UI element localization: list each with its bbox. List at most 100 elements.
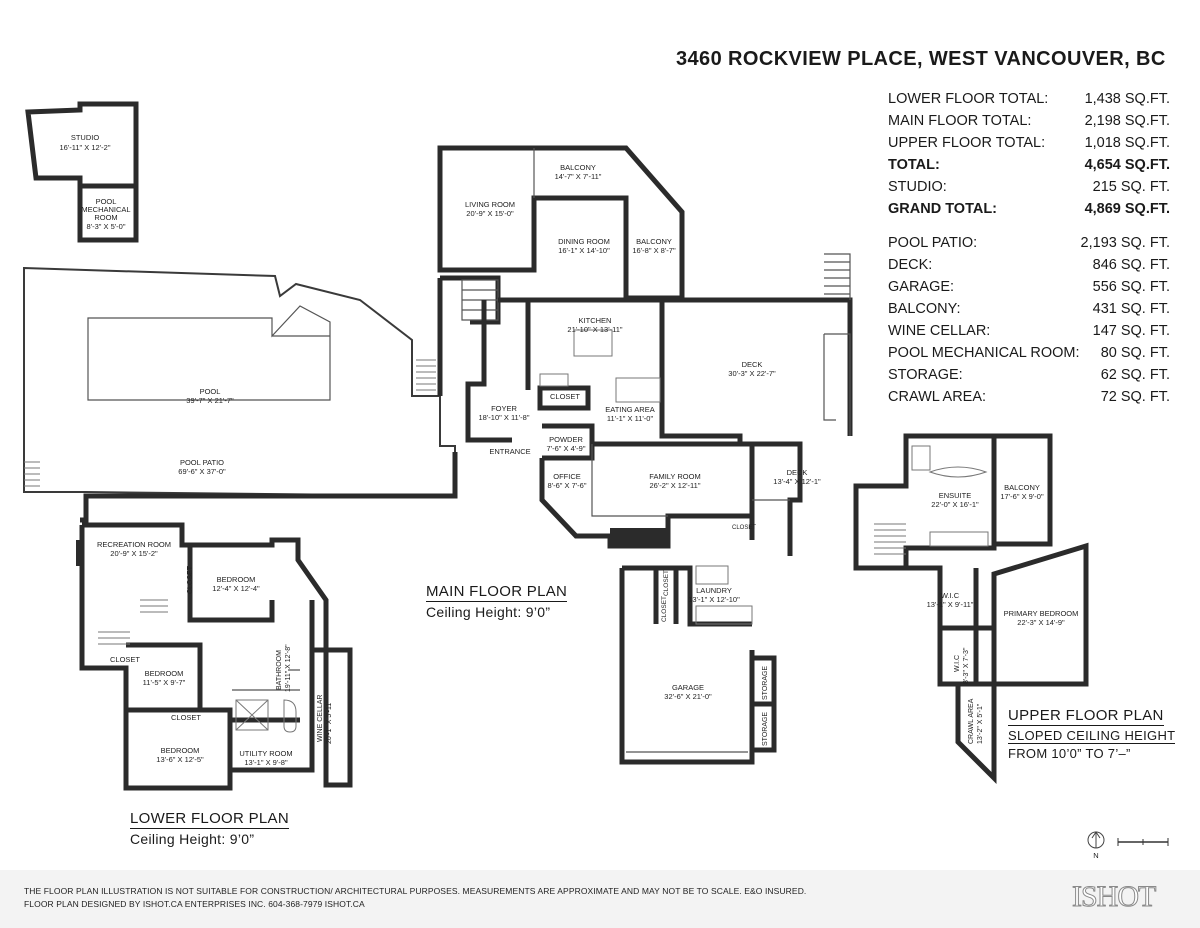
garage-dims: 32'-6" X 21'-0" [664, 692, 712, 701]
studio-name: STUDIO [71, 133, 100, 142]
ishot-logo: ISHOT [1071, 880, 1156, 914]
area-row-label: POOL PATIO: [888, 235, 978, 251]
deck-small-dims: 13'-4" X 12'-1" [773, 477, 821, 486]
area-row: TOTAL: 4,654 SQ.FT. [888, 154, 1170, 176]
family-dims: 26'-2" X 12'-11" [650, 481, 701, 490]
area-row-label: CRAWL AREA: [888, 389, 987, 405]
compass: N [1087, 831, 1105, 860]
dining-dims: 16'-1" X 14'-10" [558, 246, 610, 255]
kitchen-name: KITCHEN [579, 316, 612, 325]
pool-patio-area: POOL 39'-7" X 21'-7" POOL PATIO 69'-6" X… [23, 266, 456, 498]
pool-mech-name-2: MECHANICAL [81, 205, 130, 214]
area-row: GRAND TOTAL: 4,869 SQ.FT. [888, 198, 1170, 220]
compass-north-label: N [1093, 851, 1098, 860]
area-row: UPPER FLOOR TOTAL:1,018 SQ.FT. [888, 132, 1170, 154]
area-row-label: POOL MECHANICAL ROOM: [888, 345, 1080, 361]
wic-2-name: W.I.C [954, 655, 961, 672]
recreation-name: RECREATION ROOM [97, 540, 171, 549]
area-row-value: 2,198 SQ.FT. [1084, 113, 1170, 129]
main-floor-title: MAIN FLOOR PLAN [426, 583, 568, 602]
bedroom-l1-name: BEDROOM [217, 575, 256, 584]
ensuite-name: ENSUITE [939, 491, 972, 500]
laundry-dims: 13'-1" X 12'-10" [688, 595, 740, 604]
area-row-label: DECK: [888, 257, 933, 273]
area-row-value: 72 SQ. FT. [1100, 389, 1170, 405]
utility-name: UTILITY ROOM [239, 749, 292, 758]
office-dims: 8'-6" X 7'-6" [547, 481, 586, 490]
lower-floor-title: LOWER FLOOR PLAN [130, 810, 289, 829]
laundry-name: LAUNDRY [696, 586, 732, 595]
closet-laundry-a-label: CLOSET [661, 596, 668, 622]
wine-cellar-dims: 20'-1" X 5'-11" [326, 700, 333, 744]
pool-name: POOL [200, 387, 221, 396]
upper-floor-ceiling-1: SLOPED CEILING HEIGHT [1008, 728, 1176, 744]
pool-dims: 39'-7" X 21'-7" [186, 396, 234, 405]
balcony-main-2-name: BALCONY [636, 237, 672, 246]
bedroom-l1-dims: 12'-4" X 12'-4" [212, 584, 260, 593]
balcony-main-1-dims: 14'-7" X 7'-11" [555, 172, 602, 181]
area-row-label: TOTAL: [888, 157, 940, 173]
area-row-value: 4,654 SQ.FT. [1084, 157, 1170, 173]
area-row-label: GRAND TOTAL: [888, 201, 998, 217]
foyer-name: FOYER [491, 404, 517, 413]
area-row-label: STUDIO: [888, 179, 947, 195]
closet-family-label: CLOSET [732, 525, 756, 531]
area-row: STUDIO: 215 SQ. FT. [888, 176, 1170, 198]
area-summary-table: LOWER FLOOR TOTAL:1,438 SQ.FT. MAIN FLOOR… [888, 88, 1170, 408]
area-row: BALCONY:431 SQ. FT. [888, 298, 1170, 320]
area-row-label: MAIN FLOOR TOTAL: [888, 113, 1032, 129]
studio-plan: STUDIO 16'-11" X 12'-2" POOL MECHANICAL … [25, 101, 139, 243]
ensuite-dims: 22'-0" X 16'-1" [931, 500, 979, 509]
area-row: LOWER FLOOR TOTAL:1,438 SQ.FT. [888, 88, 1170, 110]
dining-name: DINING ROOM [558, 237, 610, 246]
crawl-name: CRAWL AREA [968, 698, 975, 744]
area-row-value: 2,193 SQ. FT. [1080, 235, 1170, 251]
wic-1-dims: 13'-1" X 9'-11" [927, 600, 974, 609]
closet-main-label: CLOSET [550, 392, 580, 401]
eating-name: EATING AREA [605, 405, 654, 414]
area-row: WINE CELLAR: 147 SQ. FT. [888, 320, 1170, 342]
entrance-label: ENTRANCE [489, 447, 530, 456]
pool-mech-name-3: ROOM [94, 213, 117, 222]
area-row-label: LOWER FLOOR TOTAL: [888, 91, 1049, 107]
area-row: STORAGE:62 SQ. FT. [888, 364, 1170, 386]
area-row: POOL PATIO: 2,193 SQ. FT. [888, 232, 1170, 254]
area-row-label: BALCONY: [888, 301, 961, 317]
deck-main-name: DECK [742, 360, 763, 369]
area-row-value: 80 SQ. FT. [1100, 345, 1170, 361]
primary-dims: 22'-3" X 14'-9" [1017, 618, 1065, 627]
living-name: LIVING ROOM [465, 200, 515, 209]
footer-disclaimer: THE FLOOR PLAN ILLUSTRATION IS NOT SUITA… [0, 870, 1200, 928]
area-row-label: GARAGE: [888, 279, 955, 295]
area-row-value: 215 SQ. FT. [1092, 179, 1170, 195]
area-row-value: 846 SQ. FT. [1092, 257, 1170, 273]
closet-lower-3-label: CLOSET [171, 713, 201, 722]
balcony-upper-dims: 17'-6" X 9'-0" [1000, 492, 1044, 501]
closet-lower-2-label: CLOSET [110, 655, 140, 664]
pool-mech-name-1: POOL [96, 197, 117, 206]
area-row-value: 147 SQ. FT. [1092, 323, 1170, 339]
bathroom-name: BATHROOM [276, 650, 283, 690]
bathroom-dims: 19'-11" X 12'-8" [285, 644, 292, 692]
primary-name: PRIMARY BEDROOM [1004, 609, 1079, 618]
main-floor-ceiling: Ceiling Height: 9’0” [426, 604, 551, 620]
area-row-value: 1,018 SQ.FT. [1084, 135, 1170, 151]
area-row: GARAGE:556 SQ. FT. [888, 276, 1170, 298]
recreation-dims: 20'-9" X 15'-2" [110, 549, 158, 558]
wic-2-dims: 8'-3" X 7'-3" [963, 647, 970, 684]
balcony-main-2-dims: 16'-8" X 8'-7" [632, 246, 676, 255]
lower-floor-title-block: LOWER FLOOR PLAN Ceiling Height: 9’0” [130, 810, 289, 847]
upper-floor-plan: ENSUITE 22'-0" X 16'-1" BALCONY 17'-6" X… [853, 433, 1089, 785]
pool-patio-name: POOL PATIO [180, 458, 224, 467]
area-row: POOL MECHANICAL ROOM: 80 SQ. FT. [888, 342, 1170, 364]
eating-dims: 11'-1" X 11'-0" [607, 414, 654, 423]
living-dims: 20'-9" X 15'-0" [466, 209, 514, 218]
main-floor-title-block: MAIN FLOOR PLAN Ceiling Height: 9’0” [426, 583, 568, 620]
area-row-value: 62 SQ. FT. [1100, 367, 1170, 383]
lower-floor-plan: RECREATION ROOM 20'-9" X 15'-2" CLOSET B… [76, 452, 458, 791]
area-row-value: 4,869 SQ.FT. [1084, 201, 1170, 217]
kitchen-dims: 21'-10" X 13'-11" [567, 325, 623, 334]
main-floor-plan: LIVING ROOM 20'-9" X 15'-0" BALCONY 14'-… [437, 145, 853, 765]
area-row-label: WINE CELLAR: [888, 323, 991, 339]
